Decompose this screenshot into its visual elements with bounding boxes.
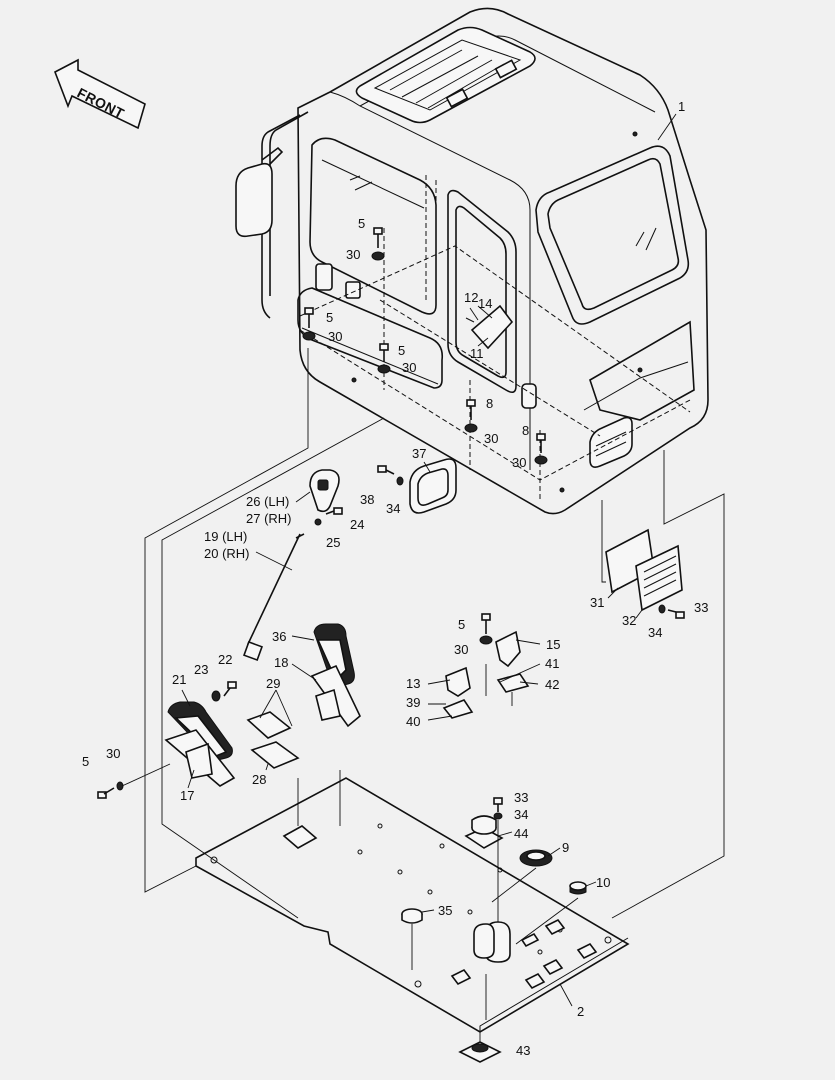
- bolts-22-23: [211, 681, 237, 702]
- part-label: 31: [590, 595, 604, 610]
- part-label: 30: [484, 431, 498, 446]
- part-label: 37: [412, 446, 426, 461]
- part-label: 26 (LH): [246, 494, 289, 509]
- part-label: 5: [82, 754, 89, 769]
- part-label: 11: [470, 346, 484, 361]
- part-label: 30: [454, 642, 468, 657]
- part-label: 35: [438, 903, 452, 918]
- part-label: 34: [648, 625, 662, 640]
- part-label: 5: [358, 216, 365, 231]
- part-label: 44: [514, 826, 528, 841]
- cab-bolts: [302, 227, 548, 465]
- pedal-36: [313, 623, 355, 687]
- part-label: 5: [398, 343, 405, 358]
- callout-leaders: [181, 113, 677, 1007]
- part-label: 41: [545, 656, 559, 671]
- part-label: 33: [514, 790, 528, 805]
- part-label: 1: [678, 99, 685, 114]
- pedal-18: [310, 664, 361, 728]
- part-label: 34: [386, 501, 400, 516]
- part-label: 9: [562, 840, 569, 855]
- part-label: 28: [252, 772, 266, 787]
- control-lever-assembly: [243, 469, 343, 661]
- bolt-5-30-left: [97, 781, 124, 799]
- part-label: 24: [350, 517, 364, 532]
- vent-37: [377, 458, 457, 514]
- part-label: 42: [545, 677, 559, 692]
- part-label: 5: [326, 310, 333, 325]
- part-label: 29: [266, 676, 280, 691]
- part-label: 17: [180, 788, 194, 803]
- vent-31-32: [605, 528, 685, 619]
- part-label: 5: [458, 617, 465, 632]
- part-label: 30: [328, 329, 342, 344]
- part-label: 18: [274, 655, 288, 670]
- part-label: 25: [326, 535, 340, 550]
- part-label: 13: [406, 676, 420, 691]
- leader-lines: [121, 348, 725, 1042]
- part-label: 39: [406, 695, 420, 710]
- part-label: 20 (RH): [204, 546, 250, 561]
- part-label: 14: [478, 296, 492, 311]
- floor-attachments: [401, 797, 587, 1063]
- part-label: 8: [486, 396, 493, 411]
- floor-plate: [195, 777, 630, 1033]
- part-label: 10: [596, 875, 610, 890]
- part-label: 40: [406, 714, 420, 729]
- part-label: 43: [516, 1043, 530, 1058]
- part-label: 34: [514, 807, 528, 822]
- part-label: 27 (RH): [246, 511, 292, 526]
- part-label: 33: [694, 600, 708, 615]
- part-label: 30: [512, 455, 526, 470]
- part-label: 12: [464, 290, 478, 305]
- cab-body: [235, 7, 709, 515]
- part-label: 30: [346, 247, 360, 262]
- part-label: 19 (LH): [204, 529, 247, 544]
- plates-28-29: [246, 711, 300, 769]
- part-label: 15: [546, 637, 560, 652]
- part-label: 32: [622, 613, 636, 628]
- part-label: 30: [106, 746, 120, 761]
- front-arrow: FRONT: [53, 58, 146, 130]
- bracket-assembly: [442, 613, 530, 719]
- part-label: 30: [402, 360, 416, 375]
- part-label: 22: [218, 652, 232, 667]
- pedal-17: [164, 729, 236, 787]
- part-label: 23: [194, 662, 208, 677]
- part-label: 36: [272, 629, 286, 644]
- part-label: 38: [360, 492, 374, 507]
- part-label: 2: [577, 1004, 584, 1019]
- part-label: 21: [172, 672, 186, 687]
- part-labels: 1 2 5 30 5 30 5 30 12 14 11 8 30 8 30 37…: [82, 99, 708, 1058]
- part-label: 8: [522, 423, 529, 438]
